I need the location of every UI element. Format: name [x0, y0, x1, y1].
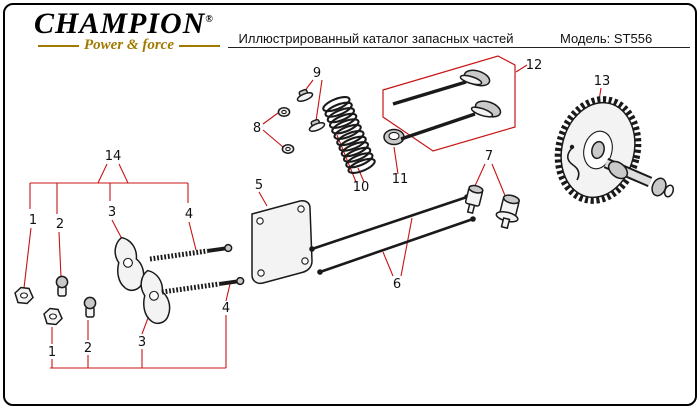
catalog-title: Иллюстрированный каталог запасных частей	[238, 31, 514, 46]
callout-6: 6	[393, 277, 401, 292]
pivot-stud-upper	[150, 244, 233, 262]
valve-exhaust	[400, 100, 502, 141]
callout-8: 8	[253, 121, 261, 136]
callout-leader-lines	[23, 64, 602, 369]
model-label: Модель: ST556	[560, 31, 653, 46]
callout-labels: 14 1 2 3 4 1 2 3 4 5 6 7 8 9 10 11 12 13	[29, 58, 610, 360]
rocker-pivot-upper	[55, 275, 69, 297]
callout-3-upper: 3	[108, 205, 116, 220]
callout-5: 5	[255, 178, 263, 193]
spring-cap-lower	[306, 116, 327, 134]
brand-tagline: Power & force	[84, 37, 174, 53]
valve-spring-lower	[334, 127, 378, 177]
spring-seat	[383, 128, 405, 146]
tagline-rule-right	[179, 44, 221, 47]
valve-spring-upper	[320, 93, 364, 143]
pivot-stud-lower	[162, 277, 245, 295]
callout-4-upper: 4	[185, 207, 193, 222]
lock-nut-upper	[14, 286, 34, 305]
callout-10: 10	[353, 180, 370, 195]
tagline-rule-left	[38, 44, 80, 47]
registered-mark: ®	[205, 14, 213, 25]
rocker-pivot-lower	[83, 296, 97, 318]
rocker-plate	[251, 200, 313, 285]
callout-7: 7	[485, 149, 493, 164]
callout-13: 13	[594, 74, 611, 89]
brand-logo: CHAMPION® Power & force	[34, 5, 224, 54]
callout-3-lower: 3	[138, 335, 146, 350]
brand-text: CHAMPION	[34, 7, 206, 40]
callout-12: 12	[526, 58, 543, 73]
valve-keeper-lower	[281, 144, 295, 154]
callout-4-lower: 4	[222, 301, 230, 316]
valve-lifter-right	[495, 194, 520, 230]
valve-intake	[392, 69, 491, 106]
callout-2-lower: 2	[84, 341, 92, 356]
valve-keeper-upper	[277, 107, 291, 117]
callout-11: 11	[392, 172, 409, 187]
callout-2-upper: 2	[56, 217, 64, 232]
valve-lifter-left	[464, 184, 484, 215]
valve-group-outline	[382, 55, 516, 152]
camshaft	[554, 96, 675, 204]
brand-name: CHAMPION®	[34, 5, 224, 39]
callout-1-lower: 1	[48, 345, 56, 360]
callout-1-upper: 1	[29, 213, 37, 228]
callout-14: 14	[105, 149, 122, 164]
spring-cap-upper	[294, 86, 315, 104]
push-rods	[309, 194, 476, 275]
lock-nut-lower	[43, 307, 63, 326]
brand-tagline-row: Power & force	[34, 37, 224, 54]
header-divider	[228, 47, 690, 48]
callout-9: 9	[313, 66, 321, 81]
